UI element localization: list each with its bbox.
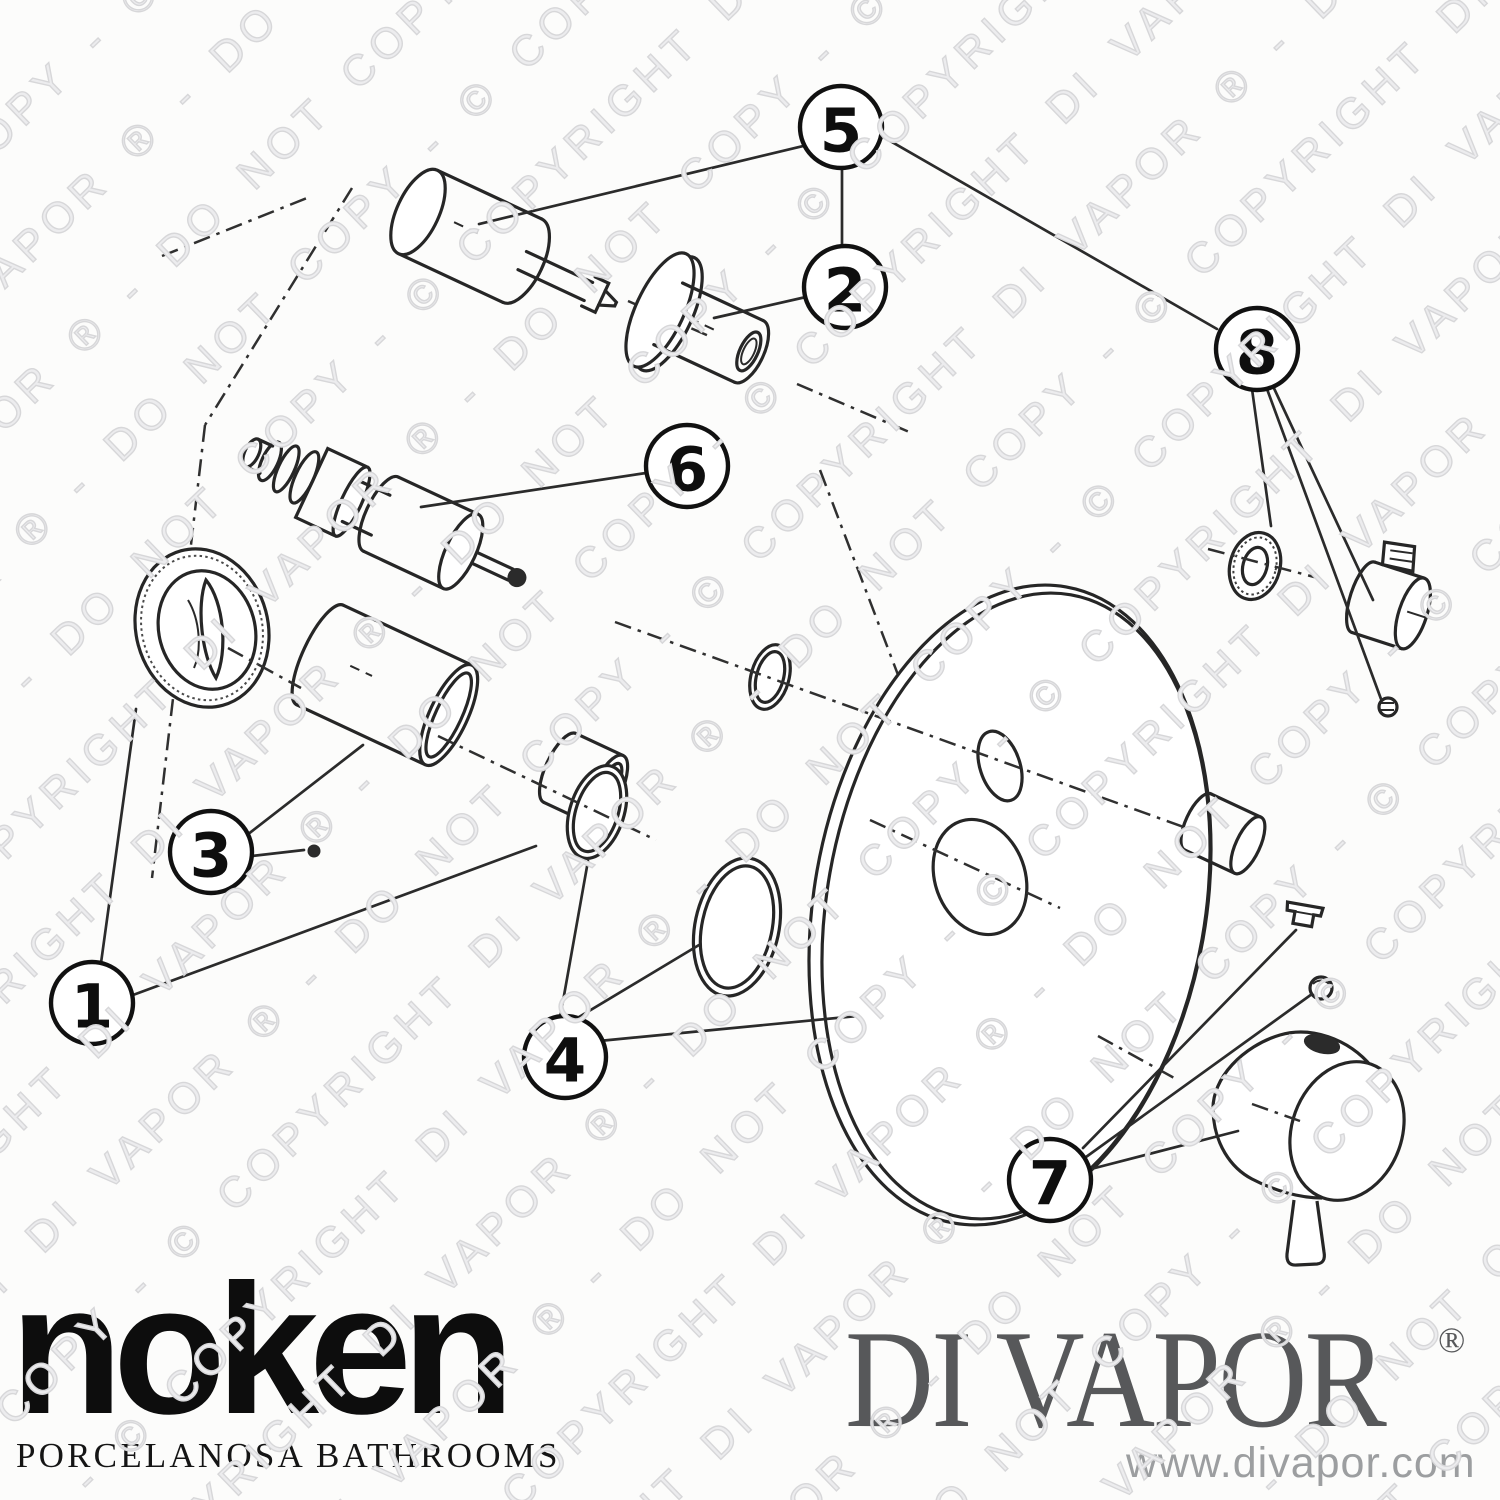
axis-line: [150, 424, 207, 879]
leader-line: [419, 471, 648, 509]
axis-line: [1251, 1102, 1301, 1123]
leader-line: [597, 1014, 859, 1043]
leader-lines: [99, 132, 1383, 1171]
part-8-stop-clip: [1344, 540, 1433, 651]
callout-5: 5: [797, 83, 885, 171]
axis-line: [869, 818, 1061, 910]
axis-line: [1207, 547, 1319, 580]
leader-line: [131, 844, 538, 997]
leader-line: [1089, 1129, 1240, 1171]
part-7-handle: [1211, 1030, 1406, 1267]
leader-line: [245, 743, 365, 837]
porcelanosa-bathrooms-label: PORCELANOSA BATHROOMS: [16, 1436, 561, 1475]
part-1-ring-nut: [133, 547, 271, 709]
part-2-wall-bushing: [624, 251, 771, 385]
axis-line: [161, 194, 313, 258]
registered-trademark-icon: ®: [1438, 1320, 1466, 1360]
axis-lines-under: [150, 187, 915, 879]
axis-line: [796, 382, 915, 436]
divapor-logo: DI VAPOR: [845, 1302, 1387, 1457]
callout-8: 8: [1213, 305, 1301, 393]
leader-line: [1265, 387, 1383, 701]
axis-line: [203, 187, 354, 426]
callout-3: 3: [167, 808, 255, 896]
callout-1: 1: [48, 959, 136, 1047]
axis-lines-over: [227, 547, 1319, 1123]
leader-line: [712, 295, 808, 320]
callout-1-label: 1: [71, 972, 113, 1043]
axis-line: [437, 734, 657, 842]
leader-line: [477, 144, 805, 226]
callout-7: 7: [1006, 1136, 1094, 1224]
axis-line: [1097, 1034, 1177, 1081]
callout-6: 6: [643, 422, 731, 510]
divapor-website-url: www.divapor.com: [1126, 1439, 1476, 1487]
leader-line: [1084, 992, 1314, 1159]
axis-line: [818, 469, 905, 689]
callout-8-label: 8: [1236, 318, 1278, 389]
callout-5-label: 5: [820, 96, 862, 167]
part-7-nut: [1308, 975, 1334, 1001]
part-3-grub-screw: [307, 844, 321, 858]
part-5-plug-cylinder: [389, 167, 619, 315]
callout-6-label: 6: [666, 435, 708, 506]
callout-2-label: 2: [824, 256, 866, 327]
leader-line: [1270, 382, 1375, 602]
leader-line: [1081, 928, 1298, 1150]
part-knob-boss: [1179, 791, 1267, 876]
callout-4: 4: [521, 1013, 609, 1101]
part-4-oring-large: [691, 856, 783, 998]
part-7-cap-screw: [1285, 900, 1326, 929]
part-8-screw: [1377, 696, 1399, 718]
leader-line: [572, 943, 701, 1022]
leader-line: [99, 707, 138, 965]
part-3-sleeve: [290, 603, 480, 768]
axis-line: [227, 646, 302, 690]
callout-2: 2: [801, 243, 889, 331]
callout-7-label: 7: [1029, 1149, 1071, 1220]
callout-3-label: 3: [190, 821, 232, 892]
callout-4-label: 4: [544, 1026, 586, 1097]
leader-line: [876, 132, 1219, 331]
part-6-cartridge: [241, 437, 527, 591]
leader-line: [250, 848, 306, 858]
part-8-washer: [1227, 530, 1283, 602]
leader-line: [558, 859, 590, 1020]
noken-logo: noken: [10, 1247, 515, 1453]
leader-line: [1250, 387, 1273, 528]
part-4-escutcheon-plate: [807, 583, 1213, 1227]
